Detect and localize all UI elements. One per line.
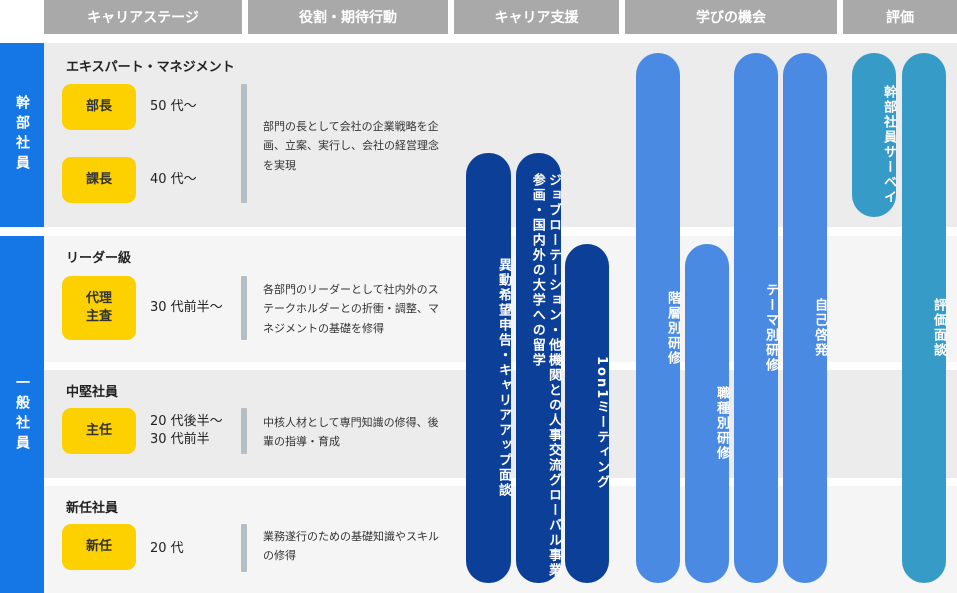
age-bucho: 50 代〜 [150, 99, 197, 114]
age-dairi: 30 代前半〜 [150, 300, 223, 315]
group-title-leader: リーダー級 [66, 251, 132, 266]
divider-leader [241, 276, 247, 340]
desc-mid: 中核人材として専門知識の修得、後輩の指導・育成 [263, 416, 439, 449]
age-shinnin: 20 代 [150, 541, 184, 556]
pill-job-rotation: ジョブローテーション・他機関との人事交流グローバル事業参画・国内外の大学への留学 [516, 153, 561, 583]
header-career-support: キャリア支援 [454, 0, 619, 34]
pill-job-type-training: 職種別研修 [685, 244, 729, 583]
desc-new: 業務遂行のための基礎知識やスキルの修得 [263, 530, 439, 563]
pill-transfer-interview: 異動希望申告・キャリアアップ面談 [466, 153, 511, 583]
desc-expert: 部門の長として会社の企業戦略を企画、立案、実行し、会社の経営理念を実現 [263, 120, 439, 172]
header-evaluation: 評価 [843, 0, 957, 34]
divider-expert [241, 84, 247, 203]
age-shunin: 20 代後半〜 30 代前半 [150, 414, 223, 447]
pill-one-on-one: 1on1ミーティング [565, 244, 609, 583]
group-title-new: 新任社員 [66, 501, 119, 516]
pill-theme-training: テーマ別研修 [734, 53, 778, 583]
tier-executive: 幹部社員 [0, 43, 44, 227]
role-kacho: 課長 [62, 157, 136, 203]
role-shinnin: 新任 [62, 524, 136, 570]
pill-tiered-training: 階層別研修 [636, 53, 680, 583]
role-shunin: 主任 [62, 408, 136, 454]
role-bucho: 部長 [62, 84, 136, 130]
divider-mid [241, 408, 247, 454]
group-title-expert: エキスパート・マネジメント [66, 60, 235, 75]
group-title-mid: 中堅社員 [66, 385, 119, 400]
pill-evaluation-interview: 評価面談 [902, 53, 946, 583]
header-career-stage: キャリアステージ [44, 0, 242, 34]
header-roles: 役割・期待行動 [248, 0, 448, 34]
header-learning: 学びの機会 [625, 0, 837, 34]
age-kacho: 40 代〜 [150, 172, 197, 187]
tier-general: 一般社員 [0, 236, 44, 593]
divider-new [241, 524, 247, 572]
role-dairi-shusa: 代理 主査 [62, 276, 136, 340]
pill-executive-survey: 幹部社員サーベイ [852, 53, 896, 217]
pill-self-development: 自己啓発 [783, 53, 827, 583]
desc-leader: 各部門のリーダーとして社内外のステークホルダーとの折衝・調整、マネジメントの基礎… [263, 283, 439, 335]
